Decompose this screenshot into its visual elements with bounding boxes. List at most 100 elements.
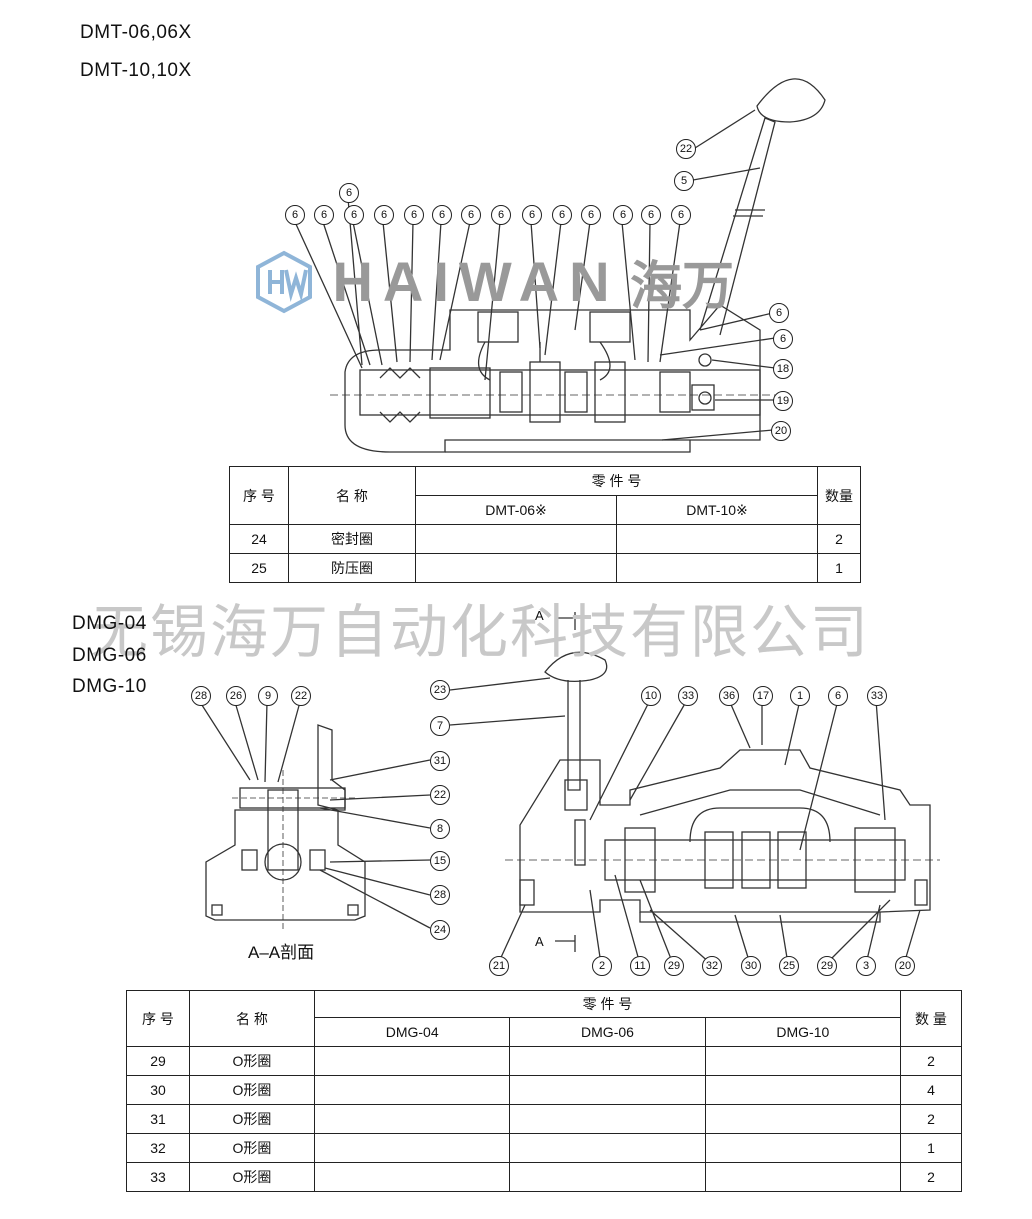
section-mark: A	[535, 608, 544, 623]
dmt-parts-table: 序 号 名 称 零 件 号 数量 DMT-06※ DMT-10※ 24 密封圈 …	[229, 466, 861, 583]
cell-no: 31	[126, 1104, 190, 1134]
cell-qty: 1	[900, 1133, 962, 1163]
col-header-qty: 数 量	[900, 990, 962, 1047]
callout-bubble: 18	[773, 359, 793, 379]
callout-bubble: 6	[339, 183, 359, 203]
col-header-name: 名 称	[288, 466, 416, 525]
callout-bubble: 25	[779, 956, 799, 976]
cell-part	[415, 524, 617, 554]
table-row: 33 O形圈 2	[126, 1162, 962, 1192]
subheader-model: DMT-10※	[616, 495, 818, 525]
section-mark: A	[535, 934, 544, 949]
cell-part	[704, 1075, 902, 1105]
subheader-model: DMG-04	[313, 1017, 511, 1047]
company-watermark: 无锡海万自动化科技有限公司	[90, 600, 871, 665]
col-header-part-no: 零 件 号	[415, 466, 818, 496]
model-label: DMG-04	[72, 613, 147, 634]
cell-part	[313, 1104, 511, 1134]
table-row: 25 防压圈 1	[229, 553, 861, 583]
callout-bubble: 20	[771, 421, 791, 441]
cell-part	[313, 1075, 511, 1105]
cell-part	[509, 1104, 706, 1134]
callout-bubble: 2	[592, 956, 612, 976]
callout-bubble: 19	[773, 391, 793, 411]
callout-bubble: 36	[719, 686, 739, 706]
cell-part	[704, 1133, 902, 1163]
dmt-valve-drawing	[294, 78, 826, 453]
callout-bubble: 22	[430, 785, 450, 805]
cell-part	[509, 1162, 706, 1192]
cell-qty: 2	[900, 1046, 962, 1076]
callout-bubble: 6	[773, 329, 793, 349]
callout-bubble: 6	[581, 205, 601, 225]
brand-name: HAIWAN	[332, 250, 620, 313]
callout-bubble: 20	[895, 956, 915, 976]
cell-part	[313, 1133, 511, 1163]
col-header-qty: 数量	[817, 466, 861, 525]
cell-name: O形圈	[189, 1046, 315, 1076]
cell-part	[509, 1133, 706, 1163]
callout-bubble: 6	[522, 205, 542, 225]
callout-bubble: 6	[461, 205, 481, 225]
cell-no: 32	[126, 1133, 190, 1163]
brand-logo-icon	[252, 250, 316, 314]
cell-part	[509, 1046, 706, 1076]
callout-bubble: 26	[226, 686, 246, 706]
cell-part	[616, 553, 818, 583]
callout-bubble: 6	[828, 686, 848, 706]
col-header-part-no: 零 件 号	[314, 990, 901, 1018]
callout-bubble: 28	[191, 686, 211, 706]
cell-part	[616, 524, 818, 554]
callout-bubble: 6	[671, 205, 691, 225]
callout-bubble: 22	[676, 139, 696, 159]
cell-part	[704, 1104, 902, 1134]
callout-bubble: 6	[552, 205, 572, 225]
callout-bubble: 3	[856, 956, 876, 976]
subheader-model: DMG-06	[509, 1017, 706, 1047]
callout-bubble: 23	[430, 680, 450, 700]
callout-bubble: 24	[430, 920, 450, 940]
cell-part	[415, 553, 617, 583]
callout-bubble: 30	[741, 956, 761, 976]
cell-part	[704, 1046, 902, 1076]
callout-bubble: 11	[630, 956, 650, 976]
callout-bubble: 29	[817, 956, 837, 976]
cell-no: 29	[126, 1046, 190, 1076]
callout-bubble: 33	[867, 686, 887, 706]
cell-no: 25	[229, 553, 289, 583]
subheader-model: DMT-06※	[415, 495, 617, 525]
model-label: DMG-10	[72, 676, 147, 697]
callout-bubble: 17	[753, 686, 773, 706]
cell-qty: 1	[817, 553, 861, 583]
callout-bubble: 31	[430, 751, 450, 771]
callout-bubble: 7	[430, 716, 450, 736]
callout-bubble: 28	[430, 885, 450, 905]
callout-bubble: 6	[404, 205, 424, 225]
callout-bubble: 6	[344, 205, 364, 225]
callout-bubble: 6	[641, 205, 661, 225]
model-label: DMT-06,06X	[80, 22, 192, 43]
cell-part	[313, 1046, 511, 1076]
table-row: 29 O形圈 2	[126, 1046, 962, 1076]
cell-name: 防压圈	[288, 553, 416, 583]
col-header-no: 序 号	[229, 466, 289, 525]
callout-bubble: 21	[489, 956, 509, 976]
cell-part	[313, 1162, 511, 1192]
callout-bubble: 22	[291, 686, 311, 706]
callout-bubble: 1	[790, 686, 810, 706]
cell-name: O形圈	[189, 1075, 315, 1105]
callout-bubble: 6	[374, 205, 394, 225]
dmg-parts-table: 序 号 名 称 零 件 号 数 量 DMG-04 DMG-06 DMG-10 2…	[126, 990, 962, 1192]
aa-section-drawing	[199, 701, 431, 930]
cell-qty: 4	[900, 1075, 962, 1105]
dmg-valve-drawing	[449, 612, 940, 965]
callout-bubble: 6	[314, 205, 334, 225]
callout-bubble: 10	[641, 686, 661, 706]
table-row: 32 O形圈 1	[126, 1133, 962, 1163]
col-header-name: 名 称	[189, 990, 315, 1047]
cell-qty: 2	[817, 524, 861, 554]
cell-no: 30	[126, 1075, 190, 1105]
model-label: DMG-06	[72, 645, 147, 666]
brand-name-cn: 海万	[630, 258, 735, 316]
